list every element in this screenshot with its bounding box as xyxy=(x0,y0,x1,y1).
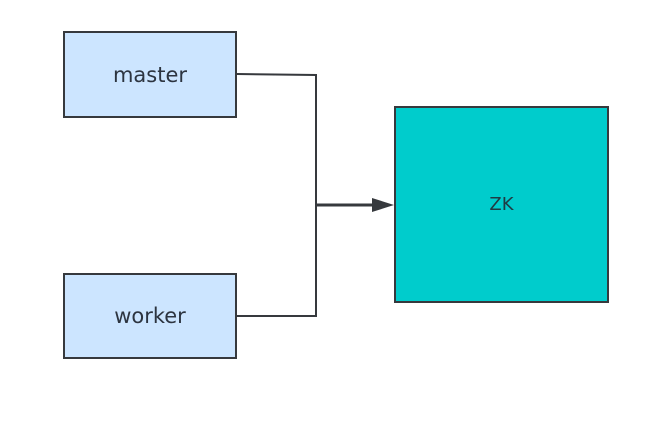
node-worker-label: worker xyxy=(114,304,186,328)
edge-worker-zk xyxy=(237,205,317,317)
edge-master-zk xyxy=(236,73,317,205)
node-zk[interactable]: ZK xyxy=(394,106,609,303)
node-master-label: master xyxy=(112,62,188,87)
node-zk-label: ZK xyxy=(489,194,514,215)
node-master[interactable]: master xyxy=(63,31,237,118)
arrowhead-icon xyxy=(372,198,394,212)
node-worker[interactable]: worker xyxy=(63,273,237,359)
